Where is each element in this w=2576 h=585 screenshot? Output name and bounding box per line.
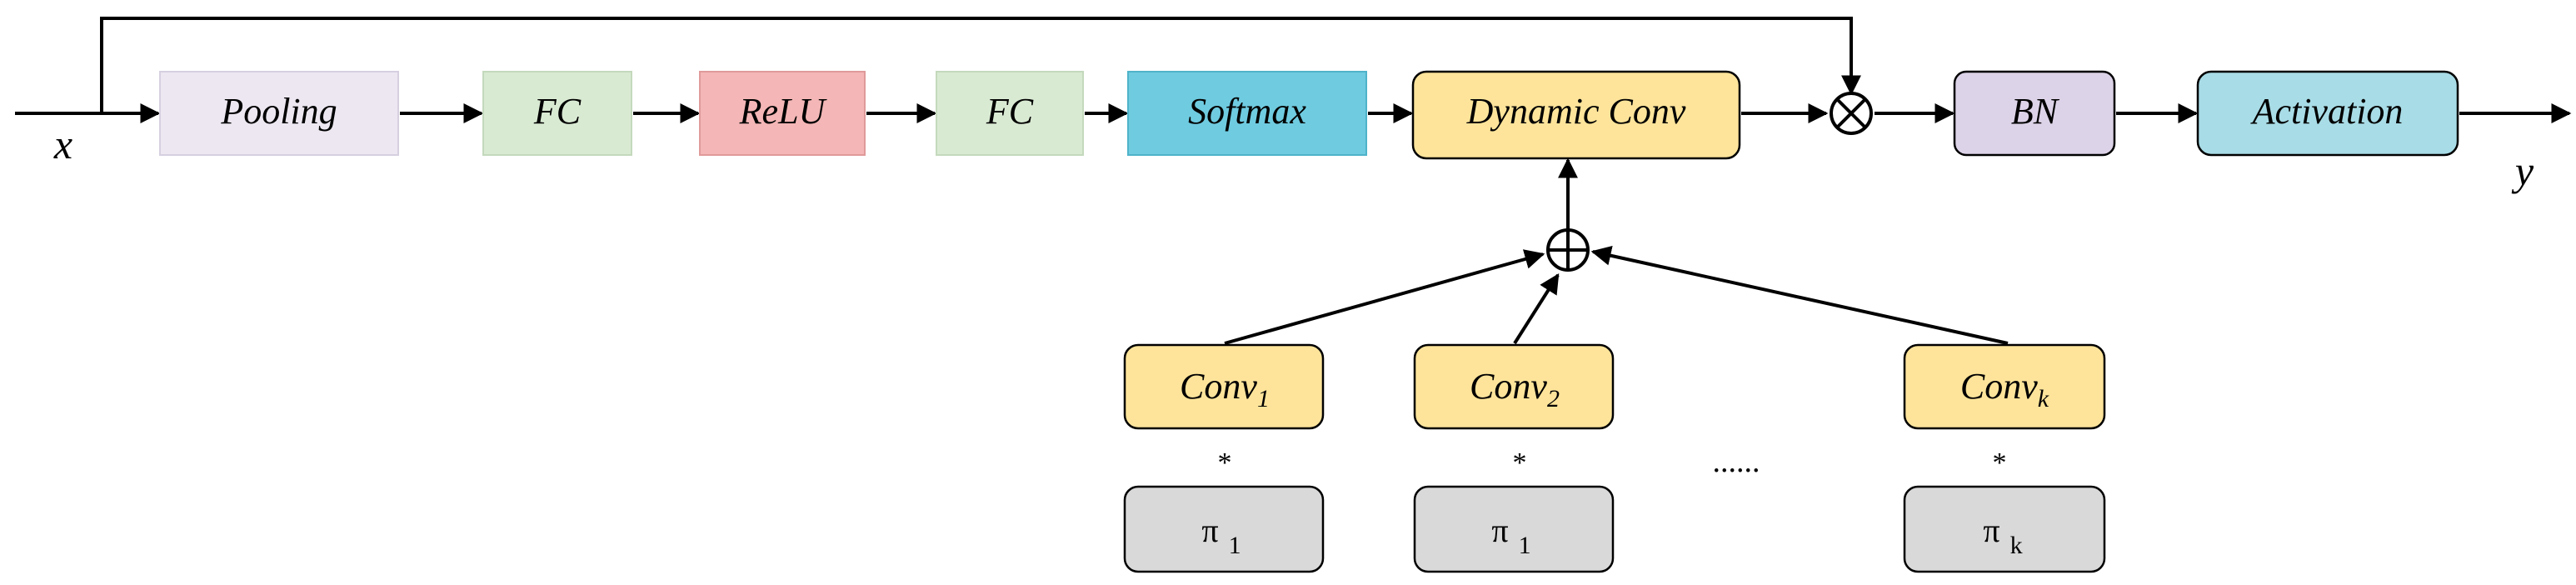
pooling-block: Pooling [159,71,399,156]
conv1-label: Conv1 [1180,366,1270,412]
kernelk-multiply: * [1993,448,2007,478]
relu-block: ReLU [699,71,866,156]
convk-subscript: k [2038,385,2049,412]
conv1-base: Conv [1180,366,1257,407]
input-label: x [53,121,72,168]
convk-label: Convk [1960,366,2049,412]
activation-label: Activation [2250,91,2404,132]
relu-label: ReLU [739,91,828,132]
conv1-block [1123,343,1325,430]
pooling-label: Pooling [220,91,337,132]
dynamic-conv-block: Dynamic Conv [1411,70,1741,160]
connections [15,17,2572,345]
softmax-label: Softmax [1188,91,1306,132]
pi2-base: π [1491,512,1508,549]
activation-block: Activation [2196,70,2459,157]
arrow-convk-to-add [1590,245,2009,345]
dynamic-conv-label: Dynamic Conv [1466,91,1686,132]
bn-label: BN [2011,91,2060,132]
convk-block [1903,343,2106,430]
pi2-subscript: 1 [1519,532,1531,559]
pi1-base: π [1201,512,1218,549]
conv2-base: Conv [1470,366,1547,407]
kernel-ellipsis: ...... [1713,444,1760,479]
softmax-block: Softmax [1127,71,1367,156]
pi1-block [1123,485,1325,573]
conv2-label: Conv2 [1470,366,1560,412]
arrow-conv2-to-add [1513,272,1560,345]
kernel1-multiply: * [1218,448,1232,478]
arrow-conv1-to-add [1224,249,1545,345]
pi1-subscript: 1 [1229,532,1241,559]
fc2-label: FC [986,91,1034,132]
pik-base: π [1983,512,1999,549]
output-label: y [2511,148,2534,194]
fc2-block: FC [936,71,1084,156]
pik-block [1903,485,2106,573]
conv2-subscript: 2 [1547,385,1560,412]
conv2-block [1413,343,1615,430]
convk-base: Conv [1960,366,2038,407]
skip-connection [100,17,1861,113]
conv1-subscript: 1 [1257,385,1270,412]
kernel2-multiply: * [1513,448,1527,478]
pi2-block [1413,485,1615,573]
add-operator [1546,228,1590,272]
pik-subscript: k [2010,532,2023,559]
bn-block: BN [1953,70,2116,157]
multiply-operator [1830,92,1873,135]
fc1-label: FC [533,91,582,132]
fc1-block: FC [482,71,632,156]
